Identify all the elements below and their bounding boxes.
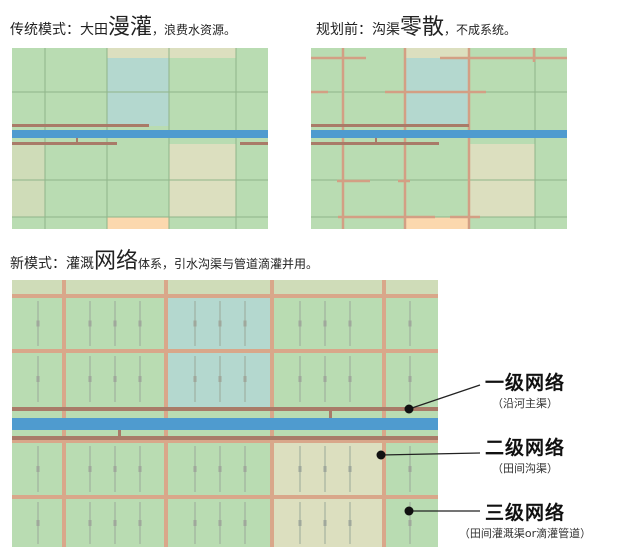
- main-channel: [240, 142, 268, 145]
- drip-emitter: [323, 320, 327, 327]
- panel-title-before: 规划前：沟渠零散，不成系统。: [316, 15, 517, 40]
- drip-emitter: [36, 376, 40, 382]
- drip-emitter: [113, 520, 117, 526]
- legend-desc: （沿河主渠）: [492, 397, 558, 410]
- panel-new: [12, 280, 438, 547]
- field-beige: [107, 48, 236, 58]
- legend-level2: 二级网络 （田间沟渠）: [470, 433, 580, 476]
- drip-emitter: [193, 320, 197, 327]
- drip-emitter: [138, 376, 142, 382]
- sluice: [375, 138, 377, 143]
- main-channel: [311, 124, 469, 127]
- drip-emitter: [298, 320, 302, 327]
- river: [12, 130, 268, 138]
- title-text: ，不成系统。: [444, 23, 517, 37]
- sluice: [76, 138, 78, 143]
- legend-desc: （田间沟渠）: [492, 462, 558, 475]
- legend-level-label: 三级网络: [484, 502, 565, 524]
- scattered-ditches: [311, 48, 567, 229]
- drip-emitter: [113, 376, 117, 382]
- drip-emitter: [408, 520, 412, 526]
- title-text: ，浪费水资源。: [152, 23, 237, 37]
- title-text: 体系，引水沟渠与管道滴灌并用。: [138, 257, 319, 271]
- main-channel: [12, 124, 149, 127]
- first-level-channel: [12, 436, 438, 440]
- title-emphasis: 零散: [400, 15, 445, 40]
- title-text: 规划前：沟渠: [316, 22, 400, 38]
- sluice: [118, 430, 121, 436]
- drip-emitter: [348, 376, 352, 382]
- panel-before: [311, 48, 567, 229]
- panel-title-new: 新模式：灌溉网络体系，引水沟渠与管道滴灌并用。: [10, 249, 319, 274]
- drip-emitter: [298, 376, 302, 382]
- sluice: [329, 411, 332, 418]
- marker-dot-level3: [404, 506, 414, 516]
- drip-emitter: [323, 466, 327, 472]
- river: [311, 130, 567, 138]
- panel-traditional: [12, 48, 268, 229]
- main-channel: [12, 142, 117, 145]
- first-level-channel: [12, 407, 438, 411]
- drip-emitter: [88, 466, 92, 472]
- drip-emitter: [218, 520, 222, 526]
- drip-emitter: [408, 376, 412, 382]
- drip-emitter: [138, 466, 142, 472]
- river: [12, 418, 438, 430]
- drip-emitter: [243, 466, 247, 472]
- drip-emitter: [113, 320, 117, 327]
- field-orange: [107, 217, 169, 229]
- drip-emitter: [218, 320, 222, 327]
- field-orange: [406, 217, 469, 229]
- drip-emitter: [408, 466, 412, 472]
- main-channel: [311, 142, 439, 145]
- legend-desc: （田间灌溉渠or滴灌管道）: [458, 527, 592, 540]
- drip-emitter: [218, 376, 222, 382]
- drip-emitter: [408, 320, 412, 327]
- legend-level-label: 一级网络: [484, 372, 565, 394]
- drip-emitter: [348, 466, 352, 472]
- field-beige: [12, 280, 438, 294]
- drip-emitter: [193, 520, 197, 526]
- drip-emitter: [138, 320, 142, 327]
- drip-emitter: [218, 466, 222, 472]
- legend-level1: 一级网络 （沿河主渠）: [470, 368, 580, 411]
- drip-emitter: [323, 520, 327, 526]
- drip-emitter: [298, 466, 302, 472]
- third-level-network: [36, 301, 412, 544]
- drip-emitter: [348, 520, 352, 526]
- title-emphasis: 网络: [94, 249, 139, 274]
- drip-emitter: [36, 466, 40, 472]
- drip-emitter: [348, 320, 352, 327]
- marker-dot-level2: [376, 450, 386, 460]
- field-grid: [12, 48, 268, 229]
- drip-emitter: [113, 466, 117, 472]
- drip-emitter: [36, 520, 40, 526]
- title-text: 传统模式：大田: [10, 22, 108, 38]
- drip-emitter: [243, 376, 247, 382]
- legend-level3: 三级网络 （田间灌溉渠or滴灌管道）: [445, 498, 605, 541]
- drip-emitter: [323, 376, 327, 382]
- drip-emitter: [243, 520, 247, 526]
- drip-emitter: [298, 520, 302, 526]
- drip-emitter: [36, 320, 40, 327]
- drip-emitter: [193, 376, 197, 382]
- drip-emitter: [88, 376, 92, 382]
- drip-emitter: [88, 520, 92, 526]
- field-beige: [406, 48, 469, 58]
- drip-emitter: [193, 466, 197, 472]
- title-text: 新模式：灌溉: [10, 256, 94, 272]
- legend-level-label: 二级网络: [484, 437, 565, 459]
- second-level-network: [12, 280, 438, 547]
- callout-lines: [380, 384, 481, 512]
- marker-dot-level1: [404, 404, 414, 414]
- drip-emitter: [88, 320, 92, 327]
- drip-emitter: [243, 320, 247, 327]
- panel-title-traditional: 传统模式：大田漫灌，浪费水资源。: [10, 15, 237, 40]
- title-emphasis: 漫灌: [108, 15, 153, 40]
- field-beige: [274, 442, 384, 547]
- drip-emitter: [138, 520, 142, 526]
